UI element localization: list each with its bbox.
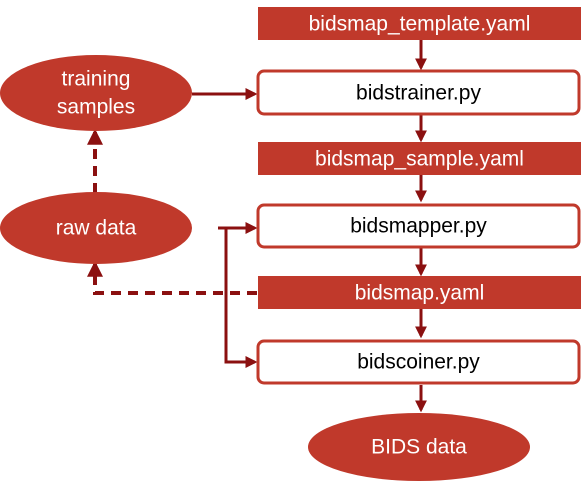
- ellipse-raw-data: raw data: [0, 192, 192, 264]
- banner-bidsmap-label: bidsmap.yaml: [355, 282, 485, 305]
- banner-bidsmap-template-label: bidsmap_template.yaml: [309, 13, 531, 36]
- arrow-raw-data-to-bidscoiner: [218, 226, 258, 368]
- box-bidscoiner-label: bidscoiner.py: [357, 351, 480, 374]
- ellipse-training-samples-line1: training: [62, 68, 131, 91]
- ellipse-training-samples-line2: samples: [57, 96, 135, 119]
- box-bidstrainer-label: bidstrainer.py: [356, 82, 481, 105]
- box-bidscoiner: bidscoiner.py: [256, 339, 581, 385]
- ellipse-bids-data: BIDS data: [308, 413, 530, 481]
- dashed-arrow-bidsmap-to-raw-data: [87, 260, 257, 295]
- box-bidsmapper: bidsmapper.py: [256, 203, 581, 249]
- box-bidsmapper-label: bidsmapper.py: [350, 215, 487, 238]
- ellipse-training-samples: training samples: [0, 55, 192, 131]
- banner-bidsmap: bidsmap.yaml: [258, 276, 581, 309]
- box-bidstrainer: bidstrainer.py: [256, 69, 581, 116]
- banner-bidsmap-sample: bidsmap_sample.yaml: [258, 142, 581, 175]
- ellipse-bids-data-label: BIDS data: [371, 436, 467, 459]
- banner-bidsmap-template: bidsmap_template.yaml: [258, 7, 581, 40]
- ellipse-raw-data-label: raw data: [56, 217, 137, 240]
- banner-bidsmap-sample-label: bidsmap_sample.yaml: [315, 148, 524, 171]
